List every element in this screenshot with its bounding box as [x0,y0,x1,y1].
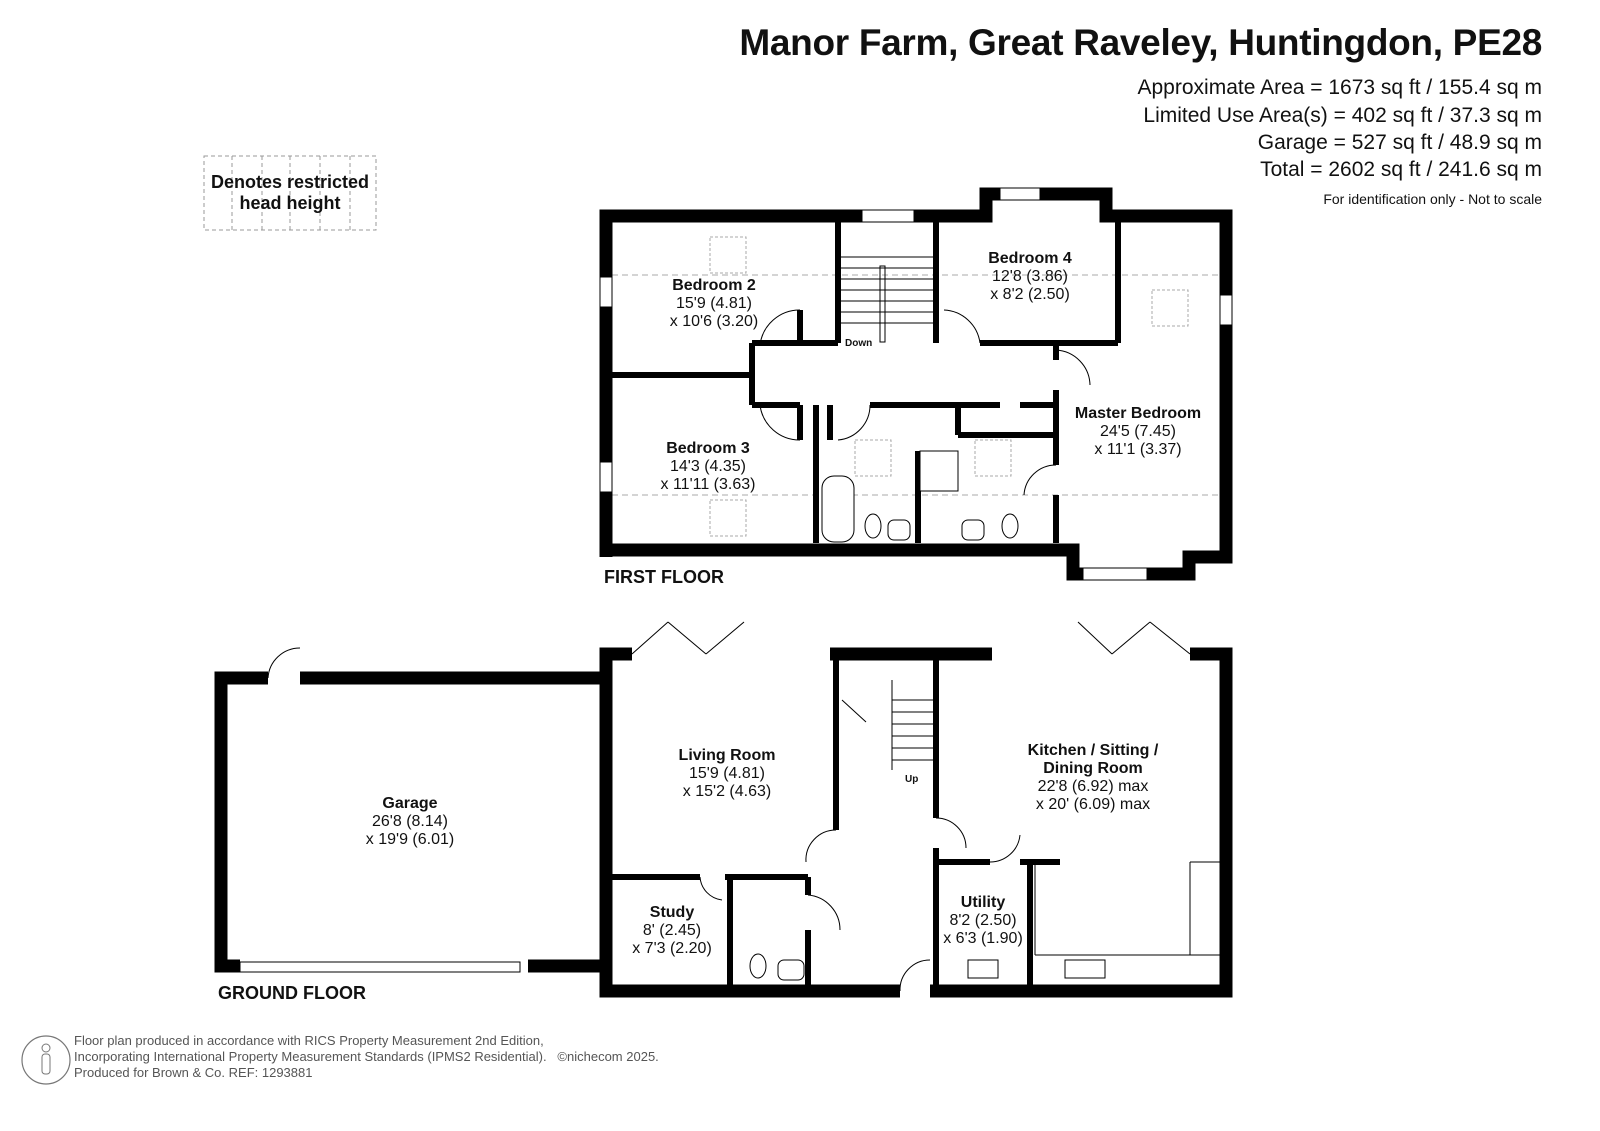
room-kitchen-sitting-dining: Kitchen / Sitting / Dining Room 22'8 (6.… [1028,742,1159,814]
person-scale-icon [21,1035,71,1085]
room-dim: x 11'1 (3.37) [1094,441,1182,458]
footer-text: Floor plan produced in accordance with R… [74,1033,659,1081]
room-dim: x 11'11 (3.63) [660,476,756,493]
room-dim: 12'8 (3.86) [991,268,1068,285]
room-dim: x 20' (6.09) max [1035,796,1151,813]
room-name: Study [649,904,695,921]
ground-floor-inner-walls [612,654,1060,985]
room-dim: x 7'3 (2.20) [632,940,712,957]
footer-line-2: Incorporating International Property Mea… [74,1049,547,1064]
room-dim: 24'5 (7.45) [1100,423,1176,440]
room-utility: Utility 8'2 (2.50) x 6'3 (1.90) [943,894,1023,948]
room-name: Living Room [678,747,776,764]
footer-line-1: Floor plan produced in accordance with R… [74,1033,544,1048]
property-title: Manor Farm, Great Raveley, Huntingdon, P… [739,22,1542,63]
ground-floor-label: GROUND FLOOR [218,983,366,1003]
room-dim: x 10'6 (3.20) [669,313,759,330]
room-bedroom-4: Bedroom 4 12'8 (3.86) x 8'2 (2.50) [988,250,1072,304]
ground-door-swings [267,621,1191,992]
room-dim: x 8'2 (2.50) [990,286,1070,303]
room-dim: 22'8 (6.92) max [1037,778,1149,795]
room-study: Study 8' (2.45) x 7'3 (2.20) [632,904,712,958]
bathroom-fixtures [749,450,1106,981]
room-name: Bedroom 3 [666,440,750,457]
room-name-line-2: Dining Room [1043,760,1143,777]
stairs-up-label: Up [905,774,919,785]
room-master-bedroom: Master Bedroom 24'5 (7.45) x 11'1 (3.37) [1075,405,1201,459]
room-dim: x 15'2 (4.63) [682,783,772,800]
room-dim: x 19'9 (6.01) [365,831,455,848]
room-dim: 26'8 (8.14) [372,813,448,830]
ground-floor-staircase [841,680,1220,956]
room-name: Kitchen / Sitting / [1027,742,1159,759]
room-name: Bedroom 4 [988,250,1072,267]
footer-line-3: Produced for Brown & Co. REF: 1293881 [74,1065,313,1080]
limited-use-area: Limited Use Area(s) = 402 sq ft / 37.3 s… [1143,104,1542,127]
ground-floor-outer-walls [214,647,1233,998]
door-swings [759,309,1091,496]
legend-line-1: Denotes restricted [210,172,370,192]
room-name: Bedroom 2 [672,277,756,294]
first-floor-staircase [840,209,936,343]
room-name: Garage [382,795,438,812]
approximate-area: Approximate Area = 1673 sq ft / 155.4 sq… [1137,76,1543,99]
room-dim: 8' (2.45) [642,922,702,939]
room-bedroom-3: Bedroom 3 14'3 (4.35) x 11'11 (3.63) [661,440,756,494]
room-name: Master Bedroom [1074,405,1202,422]
room-bedroom-2: Bedroom 2 15'9 (4.81) x 10'6 (3.20) [670,277,758,331]
skylights [709,236,1189,537]
room-dim: 14'3 (4.35) [670,458,746,475]
first-floor-label: FIRST FLOOR [604,567,724,587]
room-dim: 15'9 (4.81) [688,765,765,782]
legend-line-2: head height [239,193,341,213]
room-dim: x 6'3 (1.90) [943,930,1023,947]
restricted-height-legend: Denotes restricted head height [204,172,376,214]
room-name: Utility [960,894,1006,911]
identification-note: For identification only - Not to scale [1323,191,1542,207]
stairs-down-label: Down [845,338,873,349]
room-garage: Garage 26'8 (8.14) x 19'9 (6.01) [366,795,454,849]
room-dim: 15'9 (4.81) [676,295,752,312]
room-living-room: Living Room 15'9 (4.81) x 15'2 (4.63) [679,747,776,801]
first-floor-outer-walls [599,187,1233,581]
total-area: Total = 2602 sq ft / 241.6 sq m [1260,158,1542,181]
copyright: ©nichecom 2025. [557,1049,659,1064]
garage-area: Garage = 527 sq ft / 48.9 sq m [1257,131,1542,154]
restricted-height-legend-box [203,155,377,231]
room-dim: 8'2 (2.50) [949,912,1017,929]
